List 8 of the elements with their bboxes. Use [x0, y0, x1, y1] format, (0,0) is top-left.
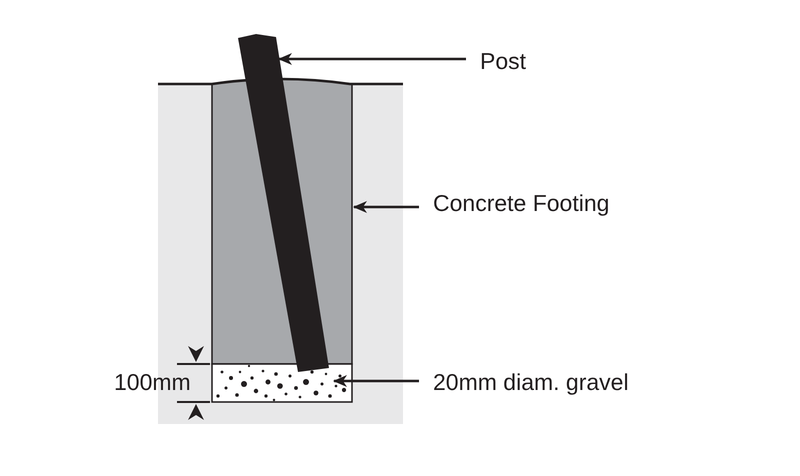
dimension-label: 100mm: [114, 369, 191, 395]
leader-arrow: [333, 375, 419, 387]
leader-arrow: [278, 53, 466, 65]
leader-arrow: [353, 201, 419, 213]
part-label: 20mm diam. gravel: [433, 369, 629, 395]
post: [238, 34, 329, 372]
part-label: Post: [480, 48, 526, 74]
part-label: Concrete Footing: [433, 190, 610, 216]
